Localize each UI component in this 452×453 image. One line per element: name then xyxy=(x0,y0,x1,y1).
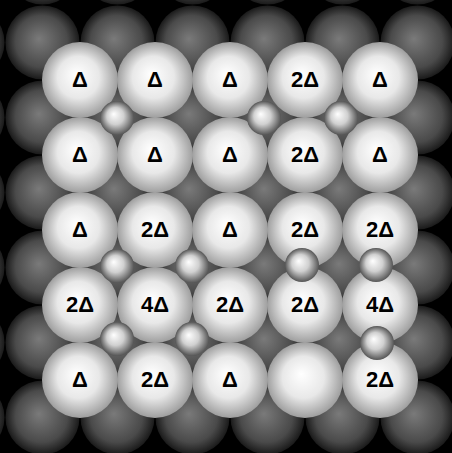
surface-atom: 4Δ xyxy=(342,267,418,343)
energy-label: Δ xyxy=(222,219,238,241)
surface-atom: 4Δ xyxy=(117,267,193,343)
energy-label: Δ xyxy=(72,219,88,241)
energy-label: Δ xyxy=(372,69,388,91)
energy-label: 2Δ xyxy=(66,294,94,316)
energy-label: Δ xyxy=(222,69,238,91)
surface-atom: 2Δ xyxy=(267,192,343,268)
surface-atom: Δ xyxy=(192,117,268,193)
energy-label: 2Δ xyxy=(291,69,319,91)
surface-atom: 2Δ xyxy=(117,342,193,418)
surface-atom: 2Δ xyxy=(192,267,268,343)
surface-atom: Δ xyxy=(117,117,193,193)
surface-atom: Δ xyxy=(117,42,193,118)
energy-label: 2Δ xyxy=(366,219,394,241)
energy-label: 2Δ xyxy=(291,144,319,166)
surface-atom: 2Δ xyxy=(342,192,418,268)
energy-label: Δ xyxy=(72,369,88,391)
surface-atom: Δ xyxy=(192,342,268,418)
surface-atom: Δ xyxy=(192,192,268,268)
surface-atoms xyxy=(42,42,418,418)
energy-label: 2Δ xyxy=(291,219,319,241)
surface-atom: Δ xyxy=(342,117,418,193)
energy-label: Δ xyxy=(72,144,88,166)
surface-atom: Δ xyxy=(42,192,118,268)
energy-label: Δ xyxy=(147,69,163,91)
surface-atom: Δ xyxy=(42,342,118,418)
surface-atom: 2Δ xyxy=(267,267,343,343)
energy-label: 4Δ xyxy=(141,294,169,316)
energy-label: 2Δ xyxy=(291,294,319,316)
surface-atom: 2Δ xyxy=(342,342,418,418)
surface-atom: 2Δ xyxy=(267,42,343,118)
surface-atom: 2Δ xyxy=(117,192,193,268)
surface-atom: Δ xyxy=(42,117,118,193)
energy-label: Δ xyxy=(222,369,238,391)
surface-atom: Δ xyxy=(192,42,268,118)
energy-label: Δ xyxy=(147,144,163,166)
energy-label: 4Δ xyxy=(366,294,394,316)
energy-label: 2Δ xyxy=(216,294,244,316)
energy-label: Δ xyxy=(222,144,238,166)
adatoms xyxy=(100,101,394,360)
energy-label: 2Δ xyxy=(141,219,169,241)
energy-label: 2Δ xyxy=(366,369,394,391)
surface-atom: 2Δ xyxy=(267,117,343,193)
energy-label: 2Δ xyxy=(141,369,169,391)
energy-label: Δ xyxy=(72,69,88,91)
surface-atom: Δ xyxy=(342,42,418,118)
surface-atom: 2Δ xyxy=(42,267,118,343)
surface-atom: Δ xyxy=(42,42,118,118)
energy-label: Δ xyxy=(372,144,388,166)
